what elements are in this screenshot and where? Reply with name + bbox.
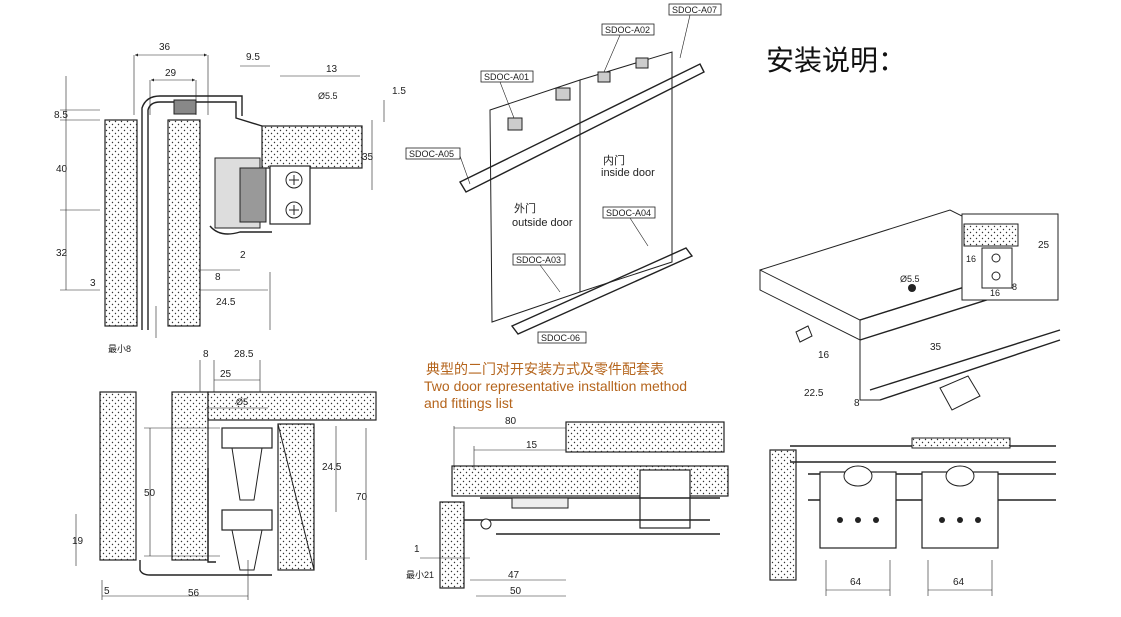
- bottom-left-section-view: 8 28.5 25 Ø5 50 24.5 70 19 5 56: [72, 349, 377, 600]
- frame-panel: [207, 391, 377, 421]
- door-perspective-view: SDOC-A01 SDOC-A02 SDOC-A03 SDOC-A04 SDOC…: [405, 3, 722, 344]
- caption-en-line1: Two door representative installtion meth…: [424, 378, 687, 394]
- top-left-section-view: 36 29 9.5 13 Ø5.5 1.5 8.5 40 35 32 3 2 8…: [54, 42, 406, 354]
- dim-label: 8: [854, 398, 860, 409]
- dim-label: 80: [505, 416, 517, 427]
- part-label-06: SDOC-06: [541, 333, 580, 343]
- dim-label: 最小8: [108, 344, 131, 354]
- panel-right: [171, 391, 209, 561]
- dim-label: 50: [144, 488, 156, 499]
- dim-label: 16: [818, 350, 830, 361]
- roller-fitting: [939, 375, 981, 411]
- dim-label: 8.5: [54, 110, 68, 121]
- side-panel: [769, 449, 797, 581]
- dim-label: 2: [240, 250, 246, 261]
- dim-label: 50: [510, 586, 522, 597]
- dim-label: 70: [356, 492, 368, 503]
- dim-label: 8: [1012, 282, 1017, 292]
- dim-label: 35: [930, 342, 942, 353]
- bottom-track: [510, 247, 694, 335]
- dim-label: 56: [188, 588, 200, 599]
- outside-door-label-en: outside door: [512, 217, 573, 229]
- dim-label: 29: [165, 68, 177, 79]
- inside-door-label-en: inside door: [601, 167, 655, 179]
- bolt-head: [173, 99, 197, 115]
- dim-label: 1.5: [392, 86, 406, 97]
- dim-label: 32: [56, 248, 68, 259]
- dim-label: 40: [56, 164, 68, 175]
- dim-label: 64: [850, 577, 862, 588]
- dim-label: 16: [966, 254, 976, 264]
- dim-label: Ø5: [236, 397, 248, 407]
- caption-zh: 典型的二门对开安装方式及零件配套表: [426, 361, 664, 377]
- dim-label: 36: [159, 42, 171, 53]
- dim-label: 22.5: [804, 388, 824, 399]
- part-label-a05: SDOC-A05: [409, 149, 454, 159]
- frame-panel: [261, 125, 363, 169]
- panel-left: [99, 391, 137, 561]
- dim-label: 1: [414, 544, 420, 555]
- frame-panel: [565, 421, 725, 453]
- bottom-center-section-view: 80 15 1 最小21 47 50: [406, 416, 729, 597]
- roller-wheel: [843, 465, 873, 487]
- top-track: [459, 63, 705, 193]
- panel-right: [167, 119, 201, 327]
- side-panel: [439, 501, 465, 589]
- roller-bracket: [639, 469, 691, 529]
- dim-label: 5: [104, 586, 110, 597]
- part-label-a04: SDOC-A04: [606, 208, 651, 218]
- part-label-a03: SDOC-A03: [516, 255, 561, 265]
- dim-label: 64: [953, 577, 965, 588]
- dim-label: 最小21: [406, 570, 434, 580]
- outside-door: [489, 79, 581, 323]
- dim-label: 15: [526, 440, 538, 451]
- inside-door-label-zh: 内门: [603, 153, 625, 167]
- dim-label: 19: [72, 536, 84, 547]
- right-perspective-view: Ø5.5 16 35 22.5 8 25 16 8 16: [759, 209, 1061, 411]
- part-label-a01: SDOC-A01: [484, 72, 529, 82]
- screw-hole-icon: [908, 284, 916, 292]
- dim-label: Ø5.5: [900, 274, 920, 284]
- outside-door-label-zh: 外门: [514, 201, 536, 215]
- dim-label: 3: [90, 278, 96, 289]
- dim-label: 25: [220, 369, 232, 380]
- part-label-a02: SDOC-A02: [605, 25, 650, 35]
- dim-label: 13: [326, 64, 338, 75]
- screw-icon: [480, 518, 492, 530]
- dim-label: 28.5: [234, 349, 254, 360]
- dim-label: 24.5: [216, 297, 236, 308]
- dim-label: 24.5: [322, 462, 342, 473]
- page-heading: 安装说明：: [766, 44, 906, 77]
- caption-en-line2: and fittings list: [424, 395, 513, 411]
- dim-label: Ø5.5: [318, 91, 338, 101]
- dim-label: 35: [362, 152, 374, 163]
- part-label-a07: SDOC-A07: [672, 5, 717, 15]
- inside-door: [579, 51, 673, 293]
- panel-left: [104, 119, 138, 327]
- panel-perspective: [759, 269, 861, 341]
- dim-label: 8: [215, 272, 221, 283]
- dim-label: 16: [990, 288, 1000, 298]
- track-perspective: [859, 259, 1061, 401]
- dim-label: 25: [1038, 240, 1050, 251]
- hanger-profile: [147, 101, 263, 330]
- right-elevation-view: 64 64: [769, 437, 1056, 596]
- lower-bracket: [221, 509, 273, 531]
- dim-label: 8: [203, 349, 209, 360]
- roller-wheel: [945, 465, 975, 487]
- dim-label: 47: [508, 570, 520, 581]
- upper-bracket: [221, 427, 273, 449]
- dim-label: 9.5: [246, 52, 260, 63]
